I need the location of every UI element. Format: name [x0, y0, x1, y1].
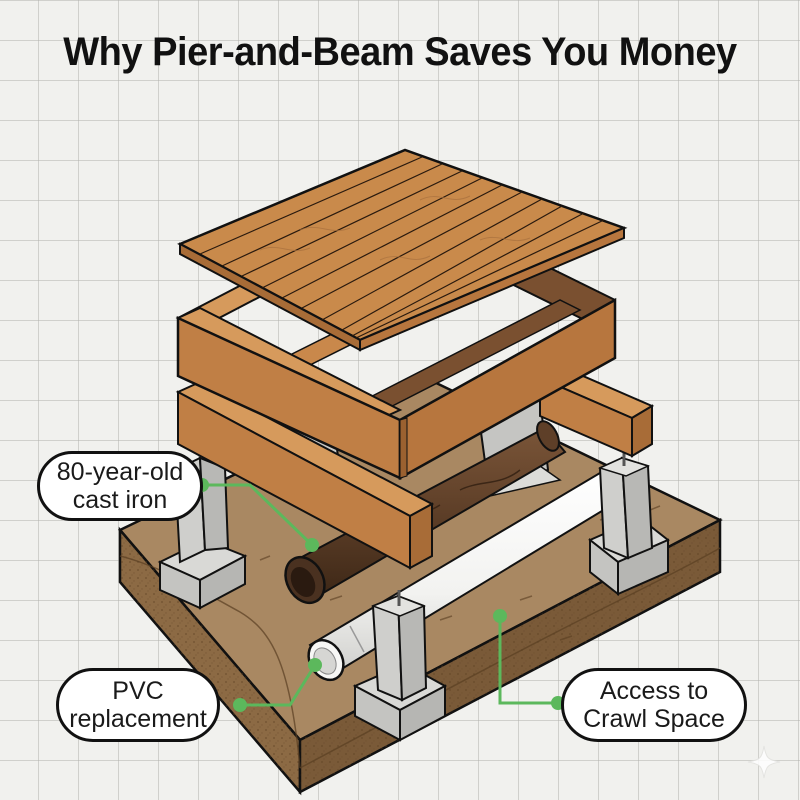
callout-pvc-line1: PVC: [112, 677, 164, 705]
callout-cast-iron-line1: 80-year-old: [56, 458, 184, 486]
callout-cast-iron: 80-year-old cast iron: [37, 451, 203, 521]
leader-line-pvc: [240, 664, 317, 707]
leader-dot-pvc-start: [233, 698, 247, 712]
leader-lines: [202, 483, 558, 707]
leader-line-cast-iron: [202, 483, 314, 547]
leader-line-crawl-space: [498, 616, 558, 705]
concrete-pier-front-right: [588, 452, 670, 597]
concrete-pier-front-center: [352, 590, 448, 742]
leader-dot-pvc-end: [308, 658, 322, 672]
page-title: Why Pier-and-Beam Saves You Money: [63, 30, 737, 74]
callout-pvc: PVC replacement: [56, 668, 220, 742]
callout-crawl-space: Access to Crawl Space: [561, 668, 747, 742]
beam-front: [175, 380, 435, 570]
leader-dot-crawl-start: [493, 609, 507, 623]
decking: [177, 148, 628, 352]
callout-crawl-space-line1: Access to: [599, 677, 709, 705]
callout-pvc-line2: replacement: [69, 705, 207, 733]
callout-crawl-space-line2: Crawl Space: [583, 705, 725, 733]
callout-cast-iron-line2: cast iron: [72, 486, 168, 514]
leader-dot-cast-iron-end: [305, 538, 319, 552]
sparkle-icon: [747, 745, 781, 779]
